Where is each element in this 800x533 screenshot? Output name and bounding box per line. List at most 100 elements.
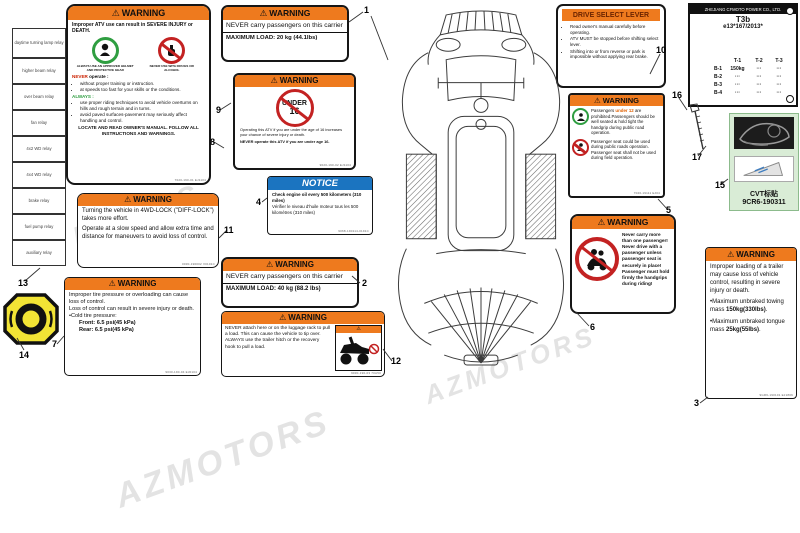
plate-col-header: T-2	[755, 58, 763, 64]
bullet-dot: •	[710, 299, 713, 306]
carrier-rear-text: NEVER carry passengers on this carrier	[223, 271, 357, 285]
label-part-code: 7020-190-01 EJ1104	[174, 178, 206, 182]
trailer-towing-mass: 150kg(330lbs)	[726, 307, 766, 314]
always-item: use proper riding techniques to avoid ve…	[80, 100, 205, 111]
trailer-towing-pre: Maximum unbraked towing mass	[710, 299, 784, 314]
trailer-tongue-post: .	[759, 326, 761, 333]
callout-14: 14	[19, 350, 30, 360]
warning-triangle-icon: ⚠	[594, 95, 601, 105]
tire-paragraph-1: Improper tire pressure or overloading ca…	[69, 292, 189, 305]
relay-cell: 4x2 WD relay	[12, 136, 66, 162]
plate-row-header: B-2	[713, 74, 723, 80]
no-towing-text: NEVER attach here or on the luggage rack…	[225, 326, 331, 350]
under16-paragraph-2: NEVER operate this ATV if you are under …	[240, 138, 330, 144]
notice-text-fr: Vérifier le niveau d'huile moteur tous l…	[272, 204, 359, 216]
relay-cell: 4x4 WD relay	[12, 162, 66, 188]
warning-header-text: WARNING	[121, 7, 166, 18]
warning-triangle-icon: ⚠	[356, 326, 361, 332]
plate-approval: e13*167/2013*	[723, 24, 763, 30]
bullet-dot: •	[710, 318, 713, 325]
one-passenger-text: Never carry more than one passenger! Nev…	[622, 232, 670, 286]
carrier-rear-load: MAXIMUM LOAD: 40 kg (88.2 lbs)	[226, 286, 321, 293]
cvt-sticker-card: CVT标贴 9CR6-190311	[729, 113, 799, 211]
warning-header-text: WARNING	[288, 313, 327, 322]
drive-select-item: Shifting into or from reverse or park is…	[570, 49, 662, 60]
warning-header-text: WARNING	[275, 260, 314, 269]
plate-load-table: T-1 T-2 T-3 B-1 150kg ··· ··· B-2 ··· ··…	[710, 57, 789, 97]
relay-cell: brake relay	[12, 188, 66, 214]
warning-triangle-icon: ⚠	[270, 76, 278, 85]
plate-cell: ···	[776, 82, 782, 88]
trailer-paragraph-1: Improper loading of a trailer may cause …	[710, 264, 784, 295]
atv-tip-over-icon	[340, 336, 380, 365]
label-part-code: 9020-190-02 EJ1104	[319, 163, 351, 167]
cvt-sticker-photo	[734, 156, 794, 182]
no-passenger-icon	[575, 237, 619, 282]
under12-text-highlight: under 12	[615, 108, 634, 113]
plate-cell: ···	[776, 90, 782, 96]
main-warning-footer: LOCATE AND READ OWNER'S MANUAL. FOLLOW A…	[78, 125, 199, 136]
under12-text-pre: Passengers	[591, 108, 616, 113]
plate-cell: ···	[756, 66, 762, 72]
label-tire-pressure: ⚠ WARNING Improper tire pressure or over…	[64, 277, 201, 376]
plate-model: T3b	[735, 15, 751, 24]
cvt-part-number: 9CR6-190311	[742, 199, 786, 206]
callout-3: 3	[694, 398, 700, 408]
cvt-caption: CVT标贴	[750, 191, 778, 198]
relay-cell: fan relay	[12, 110, 66, 136]
label-part-code: 9068-190114-0191C	[338, 229, 369, 233]
plate-cell: ···	[735, 82, 740, 88]
trailer-towing-post: .	[765, 307, 768, 314]
bullet-dot: •	[69, 312, 71, 319]
callout-5: 5	[666, 205, 672, 215]
label-under16: ⚠ WARNING UNDER 16 Operating this ATV if…	[233, 73, 356, 170]
drive-select-title: DRIVE SELECT LEVER	[562, 9, 660, 21]
cvt-housing-photo	[734, 117, 794, 149]
callout-8: 8	[210, 137, 216, 147]
carrier-front-load: MAXIMUM LOAD: 20 kg (44.1lbs)	[226, 35, 318, 42]
label-one-passenger: ⚠ WARNING Never carry more than one pass…	[570, 214, 676, 314]
warning-header-text: WARNING	[279, 76, 319, 85]
no-drugs-alcohol-icon	[158, 37, 186, 64]
plate-cell: ···	[776, 66, 782, 72]
label-carrier-rear: ⚠ WARNING NEVER carry passengers on this…	[221, 257, 359, 308]
callout-9: 9	[216, 105, 222, 115]
under16-badge-number: 16	[289, 106, 300, 116]
plate-screw-hole	[786, 95, 794, 103]
warning-header-text: WARNING	[269, 8, 311, 19]
always-word: ALWAYS :	[72, 93, 94, 99]
warning-header-text: WARNING	[607, 217, 649, 228]
label-part-code: 9030-190-03 70A50	[351, 371, 381, 375]
never-rest: operate :	[87, 74, 109, 80]
trailer-tongue-mass: 25kg(55lbs)	[726, 326, 760, 333]
relay-panel: daytime turning lamp relay higher beam r…	[12, 28, 66, 266]
notice-header-text: NOTICE	[302, 177, 338, 189]
callout-15: 15	[715, 180, 726, 190]
warning-header-text: WARNING	[602, 95, 639, 105]
atv-top-view-drawing	[397, 10, 565, 366]
notice-text-en: Check engine oil every 500 kilometers (3…	[272, 192, 362, 203]
tire-rear-pressure: Rear: 6.5 psi(45 kPa)	[79, 326, 134, 333]
callout-12: 12	[391, 356, 402, 366]
warning-header-text: WARNING	[736, 249, 775, 259]
plate-cell: ···	[735, 74, 740, 80]
callout-10: 10	[656, 45, 667, 55]
label-part-code: 9030-190-04 EJ0104	[165, 370, 197, 374]
plate-cell-blank	[710, 57, 726, 65]
never-word: NEVER	[72, 74, 88, 80]
callout-11: 11	[224, 225, 234, 235]
trailer-tongue-pre: Maximum unbraked tongue mass	[710, 318, 785, 333]
warning-triangle-icon: ⚠	[727, 249, 735, 259]
under16-paragraph-1: Operating this ATV if you are under the …	[240, 127, 343, 137]
no-towing-graphic: ⚠	[335, 325, 382, 371]
warning-triangle-icon: ⚠	[279, 313, 287, 322]
label-part-code: 9GR6-190101 EJ1806	[759, 393, 793, 397]
warning-triangle-icon: ⚠	[266, 260, 274, 269]
diff-lock-paragraph-2: Operate at a slow speed and allow extra …	[82, 226, 214, 240]
plate-cell: ···	[776, 74, 782, 80]
watermark-azmotors-1: AZMOTORS	[110, 402, 336, 516]
plate-cell: ···	[756, 90, 762, 96]
drive-select-item: ATV MUST be stopped before shifting sele…	[570, 36, 662, 47]
label-trailer-loading: ⚠ WARNING Improper loading of a trailer …	[705, 247, 797, 399]
